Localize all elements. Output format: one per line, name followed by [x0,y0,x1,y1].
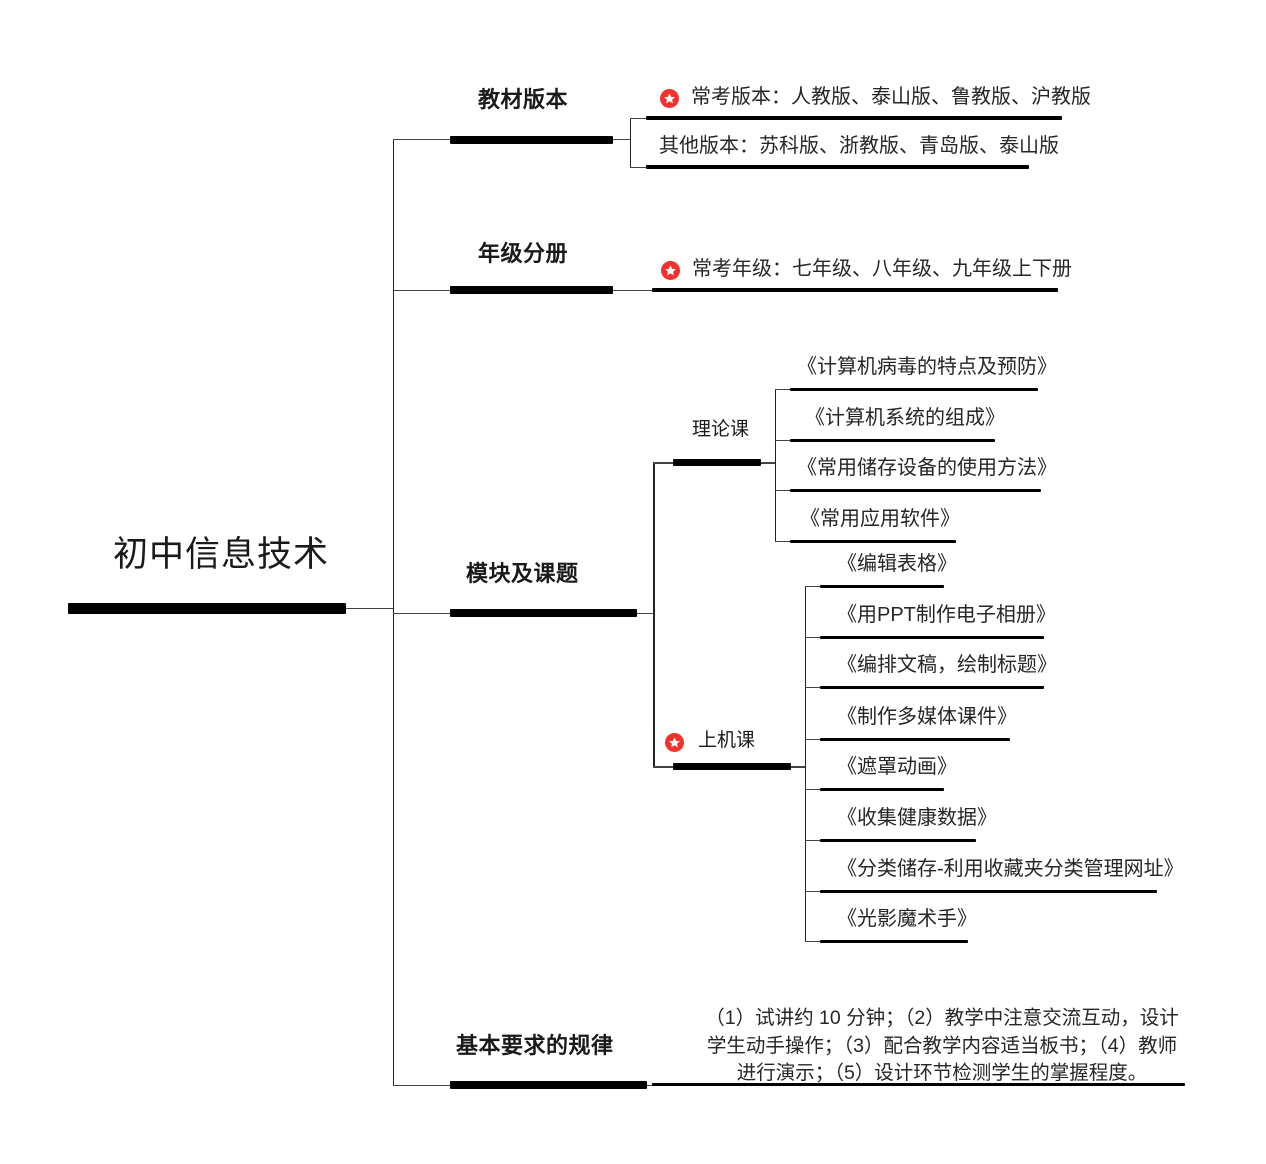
leaf-connector-lab-7 [805,891,820,892]
leaf-label-lab-5[interactable]: 《遮罩动画》 [837,756,957,778]
leaf-label-theory-1[interactable]: 《计算机病毒的特点及预防》 [797,356,1057,378]
leaf-label-lab-2[interactable]: 《用PPT制作电子相册》 [837,604,1056,626]
leaf-connector-theory-2 [775,440,790,441]
group-label-lab[interactable]: 上机课 [698,730,756,751]
leaf-label-textbook-1[interactable]: 常考版本：人教版、泰山版、鲁教版、沪教版 [691,86,1091,108]
leaf-connector-lab-4 [805,739,820,740]
leaf-label-requirements-1[interactable]: （1）试讲约 10 分钟；（2）教学中注意交流互动，设计学生动手操作；（3）配合… [705,1007,1179,1085]
group-connector-lab [653,766,673,768]
leaf-underline-requirements-1 [652,1083,1185,1086]
leaf-underline-textbook-2 [646,165,1029,169]
branch-connector-textbook [393,139,451,140]
leaf-connector-textbook-2 [630,167,646,168]
branch-underline-grade [450,286,613,294]
branch-stub-requirements [647,1085,655,1086]
leaf-underline-lab-4 [820,738,1010,741]
leaf-underline-theory-2 [790,439,995,442]
leaf-underline-lab-5 [820,788,944,791]
group-underline-theory [673,459,761,466]
leaf-connector-lab-6 [805,840,820,841]
leaf-label-lab-8[interactable]: 《光影魔术手》 [837,908,977,930]
subtrunk-modules [653,462,655,766]
leaf-underline-lab-6 [820,839,976,842]
group-stub-theory [761,462,775,464]
root-connector [346,608,394,609]
branch-label-grade[interactable]: 年级分册 [478,241,569,266]
leaf-underline-lab-3 [820,686,1044,689]
leaf-label-theory-4[interactable]: 《常用应用软件》 [800,508,960,530]
branch-label-modules[interactable]: 模块及课题 [466,561,579,586]
branch-stub-grade [613,290,652,291]
group-stub-lab [791,766,805,768]
root-node-underline [68,603,346,614]
leaf-connector-lab-8 [805,941,820,942]
leaf-label-lab-1[interactable]: 《编辑表格》 [837,553,957,575]
leaf-underline-lab-8 [820,940,968,943]
leaf-label-theory-3[interactable]: 《常用储存设备的使用方法》 [797,457,1057,479]
branch-connector-requirements [393,1085,451,1086]
leaf-connector-theory-3 [775,490,790,491]
leaf-underline-textbook-1 [646,116,1062,120]
red-star-badge-icon [661,261,680,280]
branch-label-textbook[interactable]: 教材版本 [478,87,569,112]
branch-stub-modules [637,613,654,614]
group-label-theory[interactable]: 理论课 [692,419,750,440]
branch-underline-textbook [450,136,613,144]
branch-underline-modules [450,609,637,617]
leaf-underline-lab-2 [820,636,1044,639]
leaf-label-textbook-2[interactable]: 其他版本：苏科版、浙教版、青岛版、泰山版 [659,135,1059,157]
subtrunk-textbook [630,118,631,167]
leaf-label-lab-6[interactable]: 《收集健康数据》 [837,807,997,829]
main-trunk-line [393,139,394,1085]
leaf-connector-textbook-1 [630,118,646,119]
leaf-label-lab-7[interactable]: 《分类储存-利用收藏夹分类管理网址》 [837,858,1184,880]
root-node-label[interactable]: 初中信息技术 [113,535,330,574]
leaf-connector-lab-1 [805,586,820,587]
branch-label-requirements[interactable]: 基本要求的规律 [456,1033,614,1058]
group-connector-theory [653,462,673,464]
leaf-label-theory-2[interactable]: 《计算机系统的组成》 [805,407,1005,429]
leaf-connector-theory-4 [775,541,790,542]
leaf-connector-theory-1 [775,389,790,390]
branch-connector-modules [393,613,451,614]
leaf-label-lab-4[interactable]: 《制作多媒体课件》 [837,706,1017,728]
leaf-underline-theory-4 [790,540,956,543]
branch-stub-textbook [613,139,631,140]
leaf-underline-grade-1 [652,288,1058,292]
branch-underline-requirements [450,1081,647,1089]
leaf-connector-lab-5 [805,789,820,790]
leaf-underline-lab-7 [820,890,1157,893]
red-star-badge-icon [660,89,679,108]
leaf-connector-lab-2 [805,637,820,638]
subtrunk-lab [805,586,806,941]
leaf-label-lab-3[interactable]: 《编排文稿，绘制标题》 [837,654,1057,676]
leaf-underline-lab-1 [820,585,944,588]
branch-connector-grade [393,290,451,291]
leaf-underline-theory-1 [790,388,1038,391]
leaf-connector-lab-3 [805,687,820,688]
group-underline-lab [673,763,791,770]
red-star-badge-icon [665,733,684,752]
leaf-underline-theory-3 [790,489,1041,492]
subtrunk-theory [775,389,776,541]
leaf-label-grade-1[interactable]: 常考年级：七年级、八年级、九年级上下册 [692,258,1072,280]
